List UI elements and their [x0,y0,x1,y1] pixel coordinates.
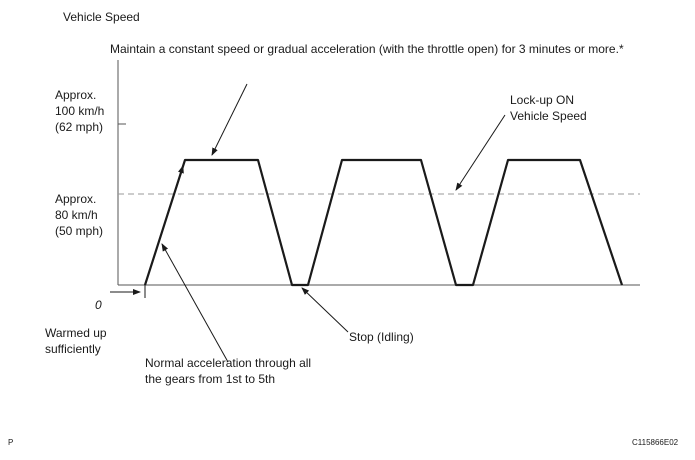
normal-accel-line2: the gears from 1st to 5th [145,372,276,386]
warmed-label-line1: Warmed up [45,326,107,340]
y-label-100-line3: (62 mph) [55,120,104,134]
lockup-label-line2: Vehicle Speed [510,109,587,123]
y-label-80-line2: 80 km/h [55,208,98,222]
y-label-zero: 0 [95,298,102,312]
stop-pointer-arrow [301,287,349,333]
y-label-80-line1: Approx. [55,192,97,206]
diagram-title: Vehicle Speed [63,10,140,24]
normal-accel-pointer-arrow [161,243,229,363]
y-label-100-line1: Approx. [55,88,97,102]
warmed-label-line2: sufficiently [45,342,101,356]
normal-accel-line1: Normal acceleration through all [145,356,312,370]
speed-trace [143,158,624,287]
y-label-80-line3: (50 mph) [55,224,104,238]
footer-right: C115866E02 [632,438,679,447]
y-label-100-line2: 100 km/h [55,104,105,118]
lockup-pointer-arrow [455,114,506,191]
plateau-pointer-arrow [211,83,248,156]
lockup-label-line1: Lock-up ON [510,93,575,107]
stop-label: Stop (Idling) [349,330,414,344]
footer-left: P [8,438,14,447]
rising-slope-arrow [177,165,184,183]
instruction-text: Maintain a constant speed or gradual acc… [110,42,624,56]
